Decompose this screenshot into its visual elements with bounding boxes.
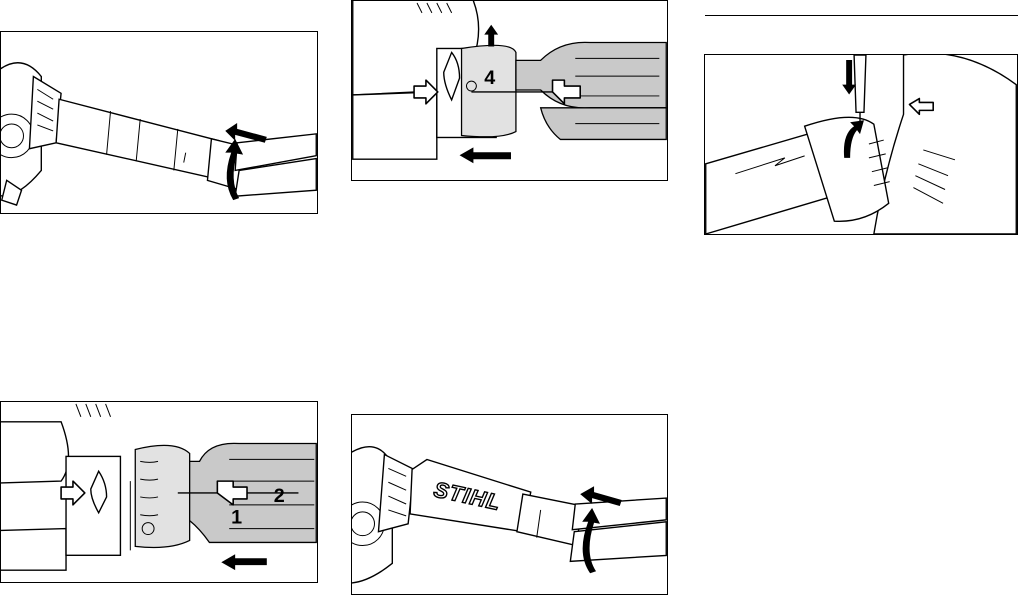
- grey-tube: [516, 42, 666, 108]
- pull-arrow-icon: [225, 123, 267, 143]
- push-arrow-icon: [484, 25, 498, 47]
- figure-screwdriver-release-drawing: [705, 55, 1017, 234]
- callout-number: 4: [484, 67, 495, 89]
- screwdriver-icon: [854, 55, 866, 112]
- figure-tube-removal: [0, 31, 318, 214]
- pull-arrow-icon: [221, 554, 266, 570]
- figure-bayonet-unlock-drawing: 4: [352, 1, 667, 180]
- coupling-body: [66, 456, 120, 555]
- figure-screwdriver-release: [704, 54, 1018, 235]
- engine-housing: [1, 422, 69, 483]
- tube-elbow: [378, 455, 414, 532]
- figure-tube-fitting: STIHL: [351, 414, 668, 595]
- section-rule: [705, 15, 1018, 16]
- figure-tube-fitting-drawing: STIHL: [352, 415, 667, 594]
- blower-housing: [874, 55, 1016, 234]
- blow-tube: [56, 99, 219, 178]
- callout-number: 2: [274, 485, 285, 507]
- figure-bayonet-align-drawing: 1 2: [1, 402, 317, 582]
- figure-bayonet-align: 1 2: [0, 401, 318, 583]
- figure-bayonet-unlock: 4: [351, 0, 668, 181]
- pull-arrow-icon: [460, 147, 511, 163]
- figure-tube-removal-drawing: [1, 32, 317, 213]
- nozzle-tube: [517, 494, 582, 545]
- callout-number: 1: [231, 507, 242, 529]
